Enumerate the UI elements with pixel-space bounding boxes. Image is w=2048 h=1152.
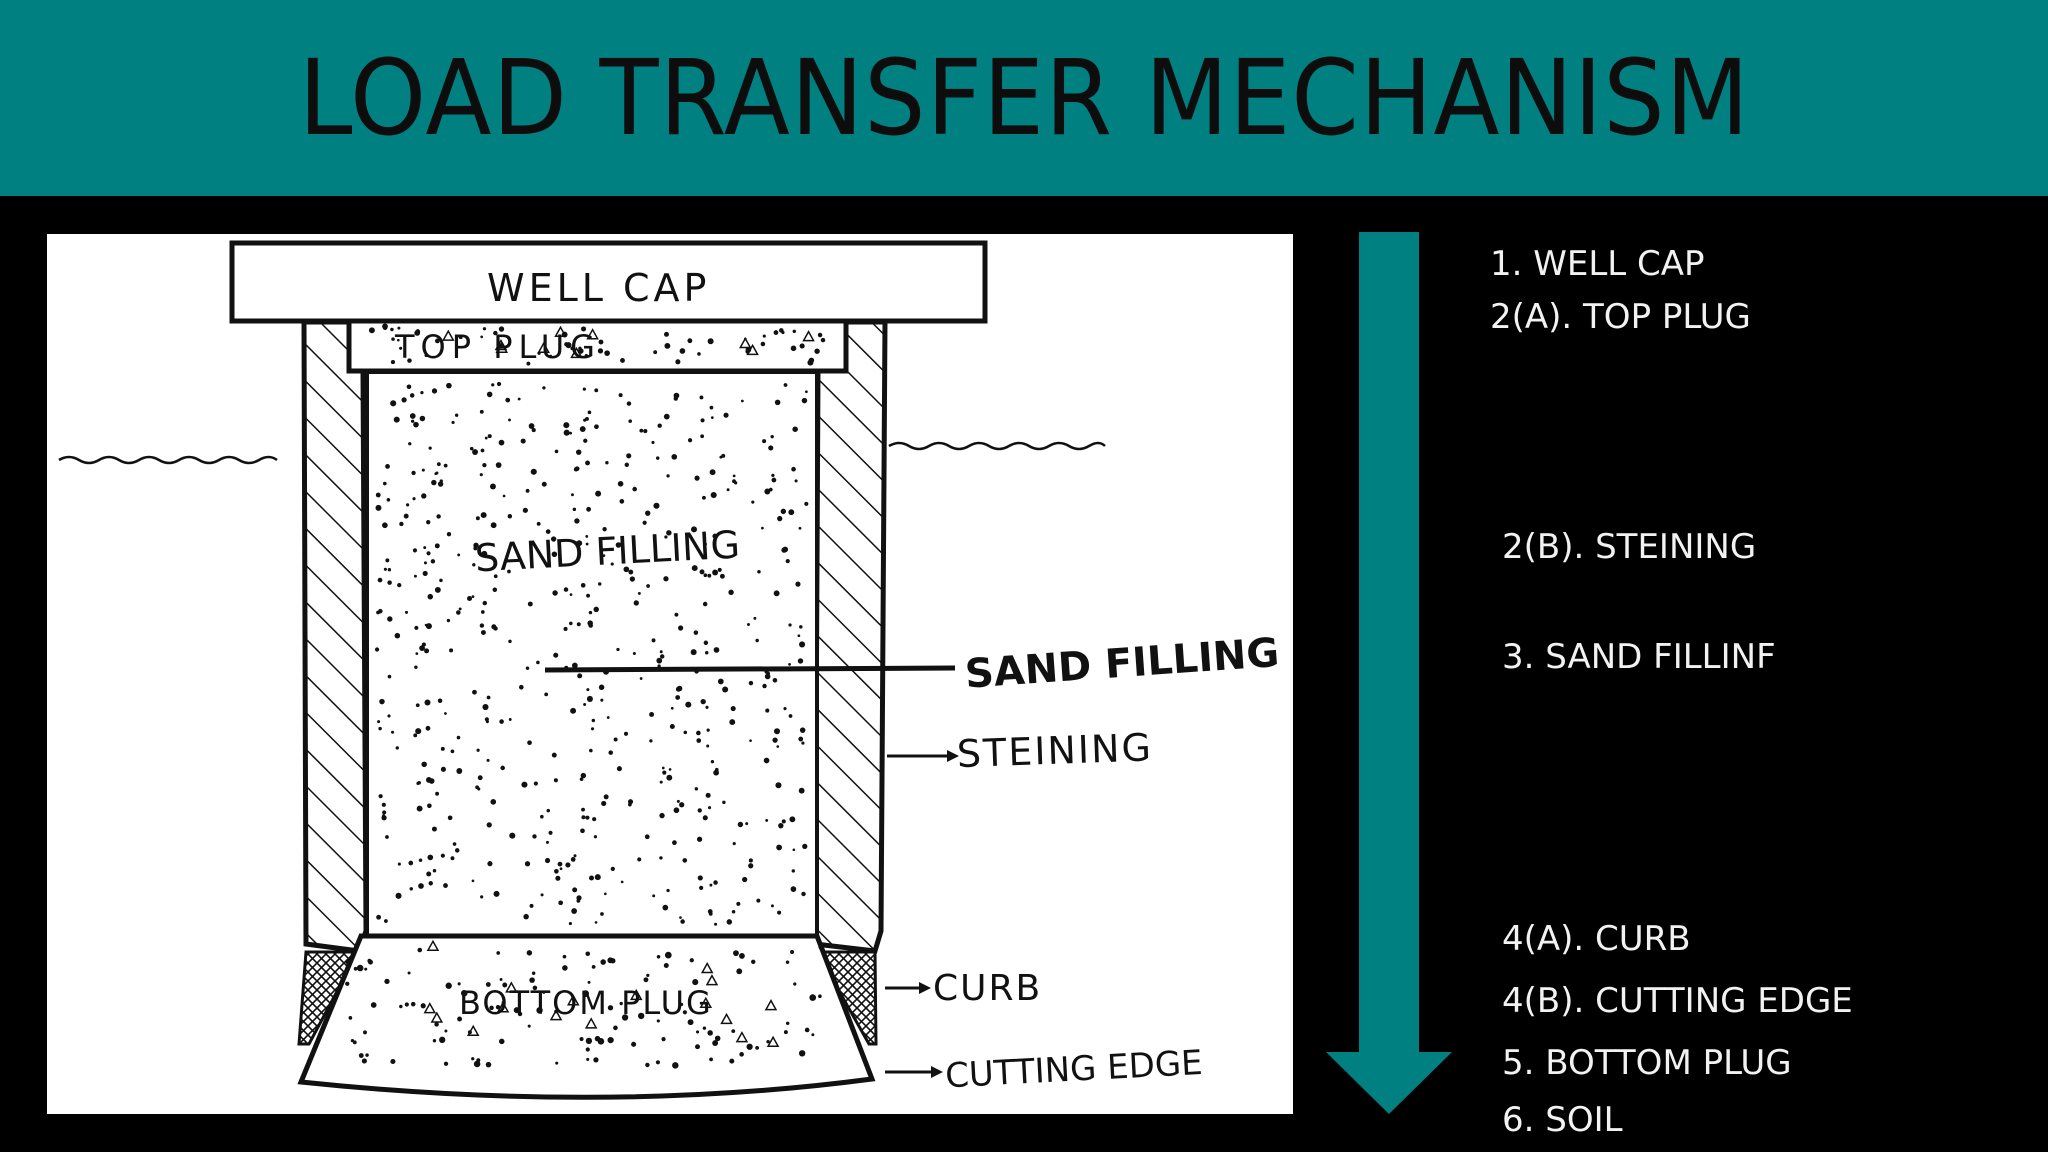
load-direction-arrow [1326,232,1452,1114]
steining-label: STEINING [956,725,1153,776]
curb-label: CURB [933,968,1042,1009]
ground-line-left [58,455,278,465]
legend-steining: 2(B). STEINING [1502,527,1757,567]
top-plug-dots [368,323,826,366]
ground-line-right [888,441,1106,451]
bottom-plug [297,933,876,1100]
legend-well-cap: 1. WELL CAP [1490,244,1705,284]
legend-soil: 6. SOIL [1502,1100,1623,1140]
steining-wall-left [301,319,369,954]
sand-filling-callout-label: SAND FILLING [963,630,1280,698]
sand-filling-leader [544,665,956,673]
well-cap [229,240,988,324]
legend-bottom-plug: 5. BOTTOM PLUG [1502,1043,1792,1083]
legend-cutting-edge: 4(B). CUTTING EDGE [1502,981,1853,1021]
title-bar: LOAD TRANSFER MECHANISM [0,0,2048,196]
steining-wall-right [812,319,888,954]
well-foundation-diagram: WELL CAP TOP PLUG SAND FILLING BOTTOM PL… [47,234,1293,1114]
sand-filling-region [365,370,819,938]
legend-curb: 4(A). CURB [1502,919,1691,959]
cutting-edge-label: CUTTING EDGE [944,1043,1203,1096]
legend-sand-filling: 3. SAND FILLINF [1502,637,1776,677]
bottom-plug-label: BOTTOM PLUG [459,984,713,1022]
sand-dots [374,381,809,926]
legend-top-plug: 2(A). TOP PLUG [1490,297,1751,337]
bottom-plug-dots [345,939,825,1069]
well-cap-label: WELL CAP [487,266,710,310]
down-arrow-icon [1326,232,1452,1114]
top-plug-label: TOP PLUG [394,328,601,366]
slide-title: LOAD TRANSFER MECHANISM [298,37,1750,159]
